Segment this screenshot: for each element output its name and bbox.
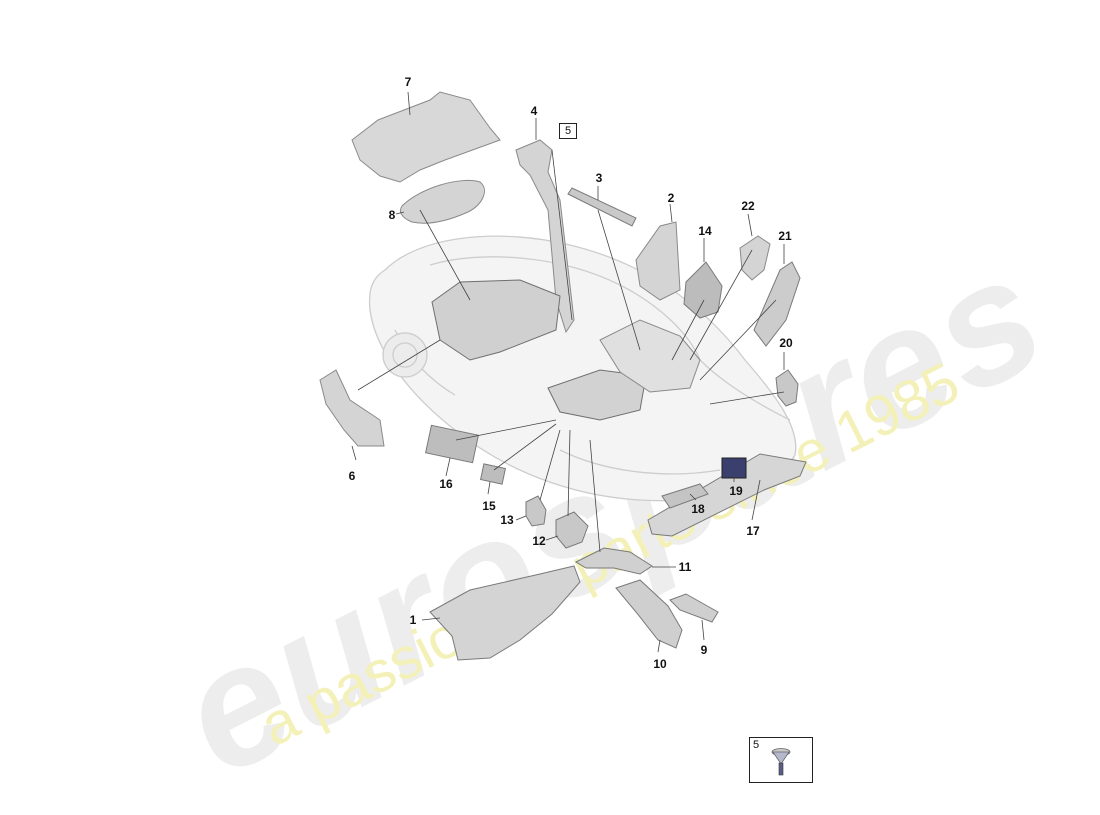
- part-8-trim-pad: [399, 179, 485, 224]
- part-21-liner: [753, 261, 801, 347]
- callout-16: 16: [439, 477, 453, 491]
- central-trunk-assembly: [431, 279, 561, 361]
- part-3-strip: [567, 187, 637, 227]
- part-10-duct: [615, 579, 683, 649]
- part-17-seal-frame: [647, 453, 807, 537]
- part-2-panel: [635, 221, 681, 301]
- callout-13: 13: [500, 513, 514, 527]
- part-20-clip: [775, 369, 799, 407]
- callout-2: 2: [667, 191, 675, 205]
- rear-crossmember: [547, 369, 647, 421]
- callout-1: 1: [409, 613, 417, 627]
- callout-3: 3: [595, 171, 603, 185]
- part-11-rail: [574, 547, 653, 575]
- callout-10: 10: [653, 657, 667, 671]
- callout-15: 15: [482, 499, 496, 513]
- leader-lines: [351, 91, 785, 653]
- part-1-rear-panel: [429, 565, 581, 661]
- callout-18: 18: [691, 502, 705, 516]
- callout-9: 9: [700, 643, 708, 657]
- callout-5-boxed: 5: [559, 123, 577, 139]
- callout-17: 17: [746, 524, 760, 538]
- legend-number: 5: [753, 739, 760, 751]
- part-12-bracket: [555, 511, 589, 549]
- part-9-strip: [669, 593, 719, 623]
- callout-11: 11: [678, 560, 692, 574]
- callout-19: 19: [729, 484, 743, 498]
- callout-21: 21: [778, 229, 792, 243]
- part-18-pad: [661, 483, 709, 509]
- callout-4: 4: [530, 104, 538, 118]
- part-7-trunk-mat: [351, 91, 501, 183]
- part-22-cover: [739, 235, 771, 281]
- callout-20: 20: [779, 336, 793, 350]
- part-4-bracket: [515, 139, 575, 334]
- part-13-bracket: [525, 495, 547, 527]
- part-19-label: [721, 457, 747, 479]
- legend-box: 5: [749, 737, 813, 783]
- callout-7: 7: [404, 75, 412, 89]
- part-6-side-trim: [319, 369, 385, 447]
- callout-14: 14: [698, 224, 712, 238]
- callout-6: 6: [348, 469, 356, 483]
- part-14-block: [683, 261, 723, 319]
- part-16-pad: [425, 424, 479, 464]
- part-15-pad: [479, 463, 507, 485]
- callout-8: 8: [388, 208, 396, 222]
- side-panel-assembly: [599, 319, 701, 393]
- clip-fastener-icon: [771, 748, 791, 776]
- callout-12: 12: [532, 534, 546, 548]
- callout-22: 22: [741, 199, 755, 213]
